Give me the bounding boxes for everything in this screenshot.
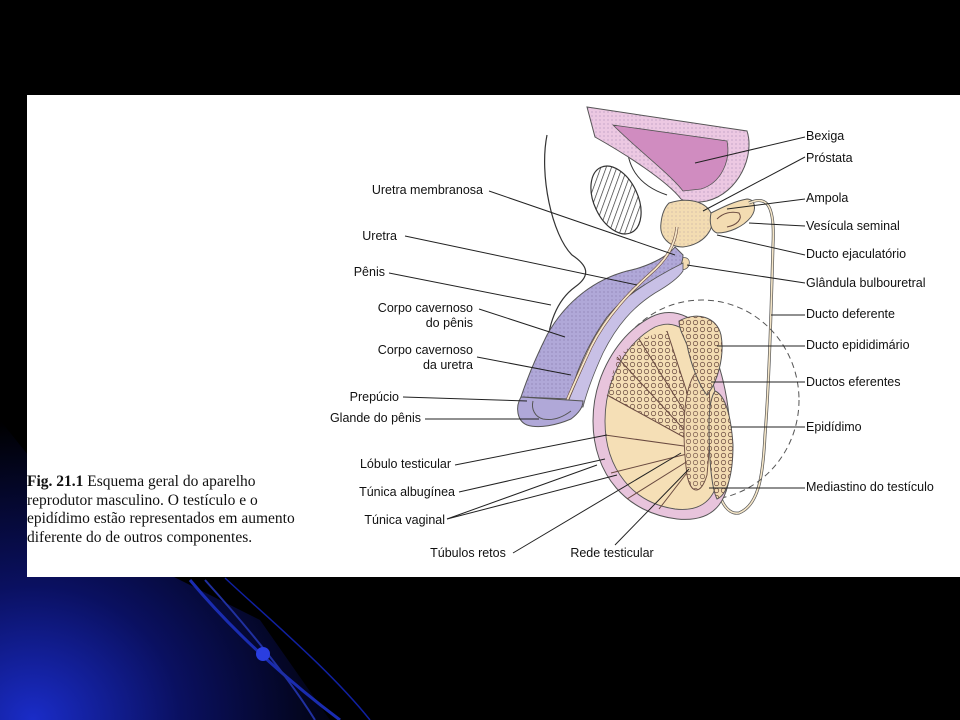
figure-number: Fig. 21.1 xyxy=(27,473,84,490)
figure-caption: Fig. 21.1 Esquema geral do aparelho repr… xyxy=(27,473,317,547)
label-ampola: Ampola xyxy=(806,191,849,205)
label-glande: Glande do pênis xyxy=(329,411,421,425)
figure-panel: Bexiga Próstata Ampola Vesícula seminal … xyxy=(27,95,960,577)
label-corpo-cavernoso-penis-2: do pênis xyxy=(425,316,473,330)
label-penis: Pênis xyxy=(353,265,385,279)
reproductive-system-illustration xyxy=(388,106,806,554)
label-tunica-albuginea: Túnica albugínea xyxy=(359,485,455,499)
label-tubulos-retos: Túbulos retos xyxy=(430,546,506,560)
label-corpo-cavernoso-penis-1: Corpo cavernoso xyxy=(377,301,473,315)
label-lobulo: Lóbulo testicular xyxy=(359,457,451,471)
label-ducto-epididimario: Ducto epididimário xyxy=(806,338,910,352)
label-uretra-membranosa: Uretra membranosa xyxy=(371,183,483,197)
label-prepucio: Prepúcio xyxy=(349,390,399,404)
label-corpo-cavernoso-uretra-1: Corpo cavernoso xyxy=(377,343,473,357)
label-glandula-bulbouretral: Glândula bulbouretral xyxy=(806,276,926,290)
label-ducto-ejaculatorio: Ducto ejaculatório xyxy=(806,247,907,261)
label-rede-testicular: Rede testicular xyxy=(570,546,654,560)
label-uretra: Uretra xyxy=(362,229,397,243)
label-tunica-vaginal: Túnica vaginal xyxy=(364,513,445,527)
label-ductos-eferentes: Ductos eferentes xyxy=(806,375,901,389)
label-corpo-cavernoso-uretra-2: da uretra xyxy=(422,358,473,372)
figure-caption-text: Esquema geral do aparelho reprodutor mas… xyxy=(27,473,295,546)
label-vesicula-seminal: Vesícula seminal xyxy=(806,219,900,233)
label-epididimo: Epidídimo xyxy=(806,420,862,434)
label-mediastino: Mediastino do testículo xyxy=(806,480,934,494)
label-ducto-deferente: Ducto deferente xyxy=(806,307,895,321)
label-prostata: Próstata xyxy=(806,151,853,165)
label-bexiga: Bexiga xyxy=(806,129,845,143)
